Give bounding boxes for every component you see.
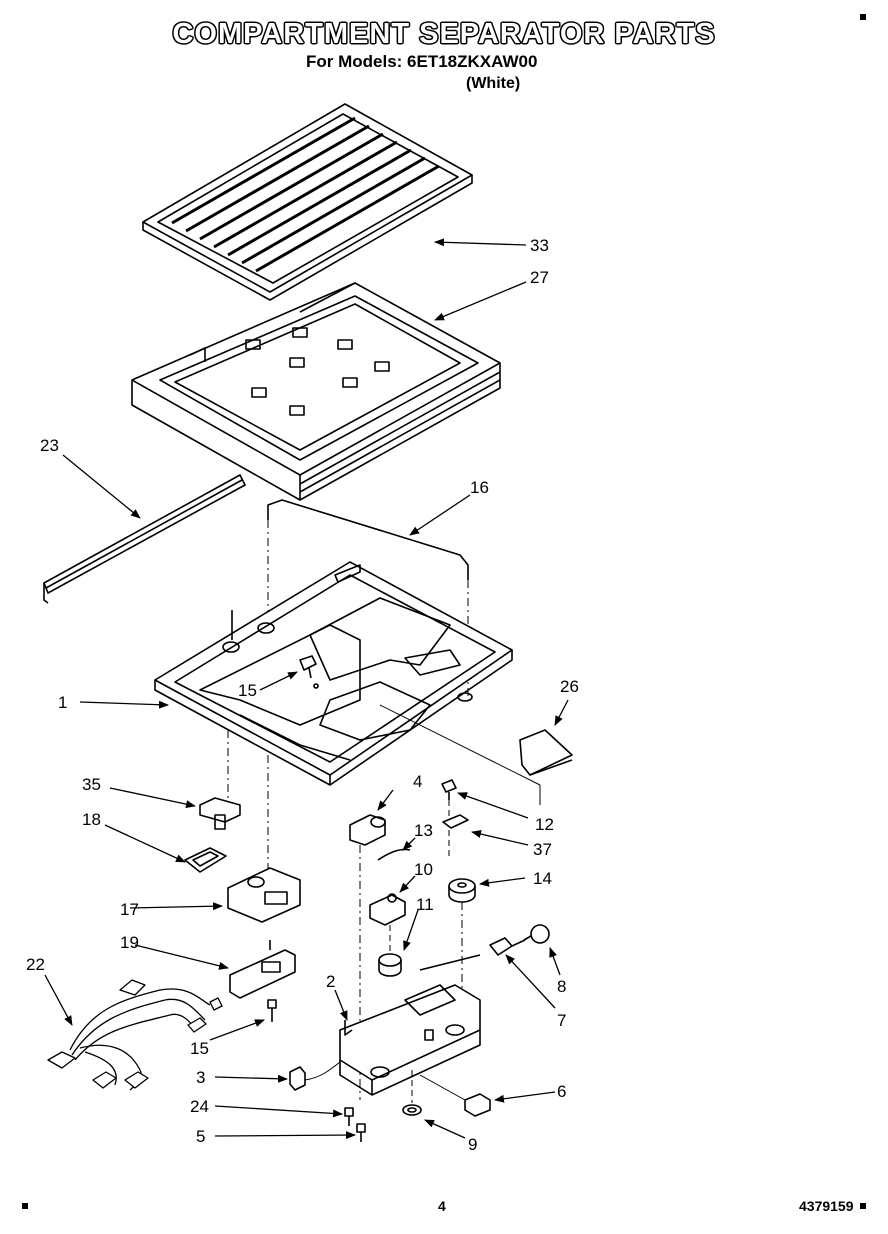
callout-4: 4 — [413, 772, 422, 791]
callout-11: 11 — [416, 895, 434, 914]
callout-14: 14 — [533, 869, 552, 888]
callout-2: 2 — [326, 972, 335, 991]
part-15-screw-lower — [267, 999, 277, 1022]
registration-mark — [860, 14, 866, 20]
callout-3: 3 — [196, 1068, 205, 1087]
callout-26: 26 — [560, 677, 579, 696]
page-number: 4 — [438, 1198, 446, 1214]
registration-mark — [860, 1203, 866, 1209]
part-7-socket — [489, 937, 526, 956]
callout-23: 23 — [40, 436, 59, 455]
callout-17: 17 — [120, 900, 139, 919]
part-12-screw — [441, 779, 457, 860]
part-14-knob — [448, 878, 476, 1020]
part-4-thermostat — [349, 814, 386, 1100]
part-17-control-housing — [227, 867, 301, 923]
part-27-separator-frame — [131, 282, 501, 501]
document-number: 4379159 — [799, 1198, 854, 1214]
callout-15-upper: 15 — [238, 681, 257, 700]
part-22-wire-harness — [47, 979, 223, 1091]
registration-mark — [22, 1203, 28, 1209]
callout-19: 19 — [120, 933, 139, 952]
color-line: (White) — [466, 75, 521, 92]
part-13-capillary — [377, 848, 411, 861]
part-2-control-housing — [339, 954, 481, 1096]
callout-27: 27 — [530, 268, 549, 287]
part-1-divider-panel — [154, 561, 513, 880]
callout-10: 10 — [414, 860, 433, 879]
callout-22: 22 — [26, 955, 45, 974]
part-10-switch — [369, 893, 406, 926]
part-18-bezel — [184, 847, 227, 873]
part-24-screw — [344, 1107, 354, 1126]
part-37-clip — [442, 814, 469, 829]
part-26-cover — [519, 729, 573, 776]
part-6-switch — [419, 1074, 491, 1117]
part-15-screw-upper — [299, 655, 317, 679]
part-23-seal-strip — [43, 474, 246, 604]
callout-35: 35 — [82, 775, 101, 794]
part-11-knob — [378, 925, 402, 977]
callout-6: 6 — [557, 1082, 566, 1101]
diagram-title: COMPARTMENT SEPARATOR PARTS — [172, 18, 716, 50]
callout-labels: 33 27 23 16 15 1 26 4 12 35 13 37 18 10 … — [26, 236, 579, 1154]
callout-15-lower: 15 — [190, 1039, 209, 1058]
callout-33: 33 — [530, 236, 549, 255]
leader-lines — [44, 238, 569, 1140]
callout-18: 18 — [82, 810, 101, 829]
part-3-clip — [289, 1061, 341, 1091]
part-8-bulb — [523, 924, 550, 944]
callout-8: 8 — [557, 977, 566, 996]
callout-24: 24 — [190, 1097, 209, 1116]
part-33-shelf-grille — [142, 103, 473, 301]
callout-5: 5 — [196, 1127, 205, 1146]
part-5-screw — [356, 1123, 366, 1142]
callout-12: 12 — [535, 815, 554, 834]
part-35-knob — [199, 797, 241, 830]
callout-37: 37 — [533, 840, 552, 859]
part-9-nut — [402, 1070, 422, 1116]
models-line: For Models: 6ET18ZKXAW00 — [306, 52, 538, 71]
callout-16: 16 — [470, 478, 489, 497]
callout-7: 7 — [557, 1011, 566, 1030]
callout-1: 1 — [58, 693, 67, 712]
callout-9: 9 — [468, 1135, 477, 1154]
part-19-bracket — [229, 940, 296, 999]
callout-13: 13 — [414, 821, 433, 840]
